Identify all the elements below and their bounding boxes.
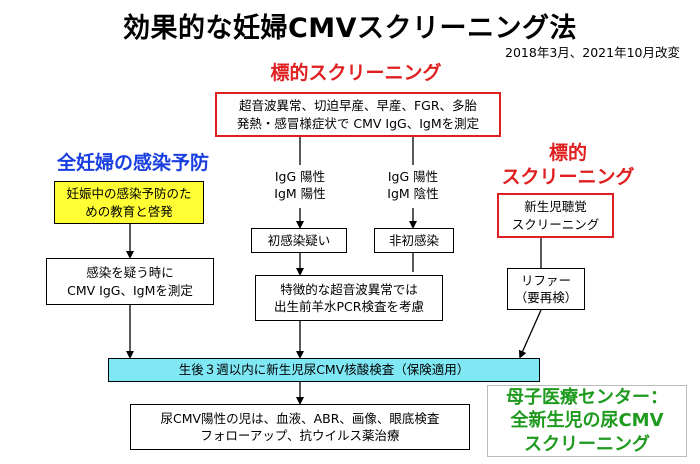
revision-note: 2018年3月、2021年10月改変	[505, 45, 680, 60]
targeted-screening-heading: 標的スクリーニング	[270, 62, 442, 84]
suspect-infection-box: 感染を疑う時に CMV IgG、IgMを測定	[46, 258, 214, 305]
education-box: 妊娠中の感染予防のた めの教育と啓発	[54, 181, 204, 224]
newborn-urine-cmv-test-text: 生後３週以内に新生児尿CMV核酸検査（保険適用）	[178, 362, 470, 378]
screening-criteria-text: 超音波異常、切迫早産、早産、FGR、多胎 発熱・感冒様症状で CMV IgG、I…	[236, 98, 480, 131]
non-primary-infection-text: 非初感染	[388, 232, 439, 248]
prevention-heading: 全妊婦の感染予防	[56, 152, 209, 174]
refer-box: リファー （要再検）	[507, 268, 585, 310]
newborn-targeted-screening-heading: 標的 スクリーニング	[501, 142, 635, 188]
suspect-infection-text: 感染を疑う時に CMV IgG、IgMを測定	[67, 265, 193, 298]
igg-igm-positive-label: IgG 陽性 IgM 陽性	[274, 169, 326, 201]
non-primary-infection-box: 非初感染	[374, 228, 454, 253]
primary-infection-suspected-box: 初感染疑い	[251, 228, 347, 253]
ultrasound-pcr-text: 特徴的な超音波異常では 出生前羊水PCR検査を考慮	[274, 281, 424, 314]
refer-text: リファー （要再検）	[514, 272, 578, 305]
newborn-hearing-screening-text: 新生児聴覚 スクリーニング	[511, 199, 600, 232]
followup-treatment-box: 尿CMV陽性の児は、血液、ABR、画像、眼底検査 フォローアップ、抗ウイルス薬治…	[130, 404, 470, 450]
arrow-refer-to-urine	[518, 309, 542, 359]
page-title: 効果的な妊婦CMVスクリーニング法	[122, 13, 578, 44]
screening-criteria-box: 超音波異常、切迫早産、早産、FGR、多胎 発熱・感冒様症状で CMV IgG、I…	[215, 92, 501, 137]
primary-infection-suspected-text: 初感染疑い	[267, 232, 331, 248]
newborn-urine-cmv-test-box: 生後３週以内に新生児尿CMV核酸検査（保険適用）	[108, 358, 540, 382]
maternal-center-note: 母子医療センター： 全新生児の尿CMV スクリーニング	[487, 385, 687, 457]
followup-treatment-text: 尿CMV陽性の児は、血液、ABR、画像、眼底検査 フォローアップ、抗ウイルス薬治…	[160, 410, 440, 443]
maternal-center-note-text: 母子医療センター： 全新生児の尿CMV スクリーニング	[506, 386, 668, 455]
ultrasound-pcr-box: 特徴的な超音波異常では 出生前羊水PCR検査を考慮	[255, 275, 443, 321]
newborn-hearing-screening-box: 新生児聴覚 スクリーニング	[497, 193, 614, 238]
education-text: 妊娠中の感染予防のた めの教育と啓発	[66, 186, 192, 219]
igg-positive-igm-negative-label: IgG 陽性 IgM 陰性	[387, 169, 439, 201]
